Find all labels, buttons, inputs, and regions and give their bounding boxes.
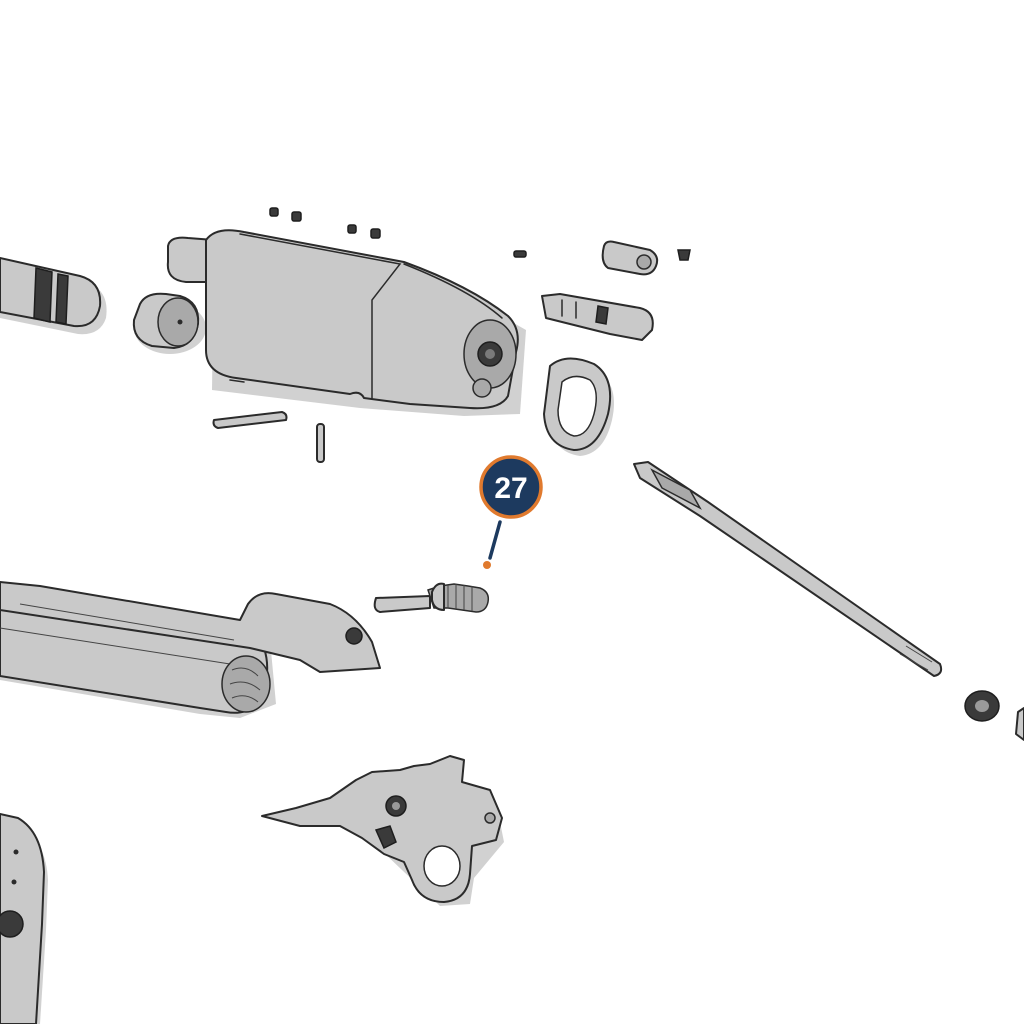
magazine-spring-follower [373,582,490,613]
barrel-ring-seal [543,357,614,456]
nut-washer [964,690,1024,741]
receiver-screws [269,207,691,261]
callout-27: 27 [479,455,543,569]
magazine-tube-cap [0,257,107,335]
barrel-assembly [0,581,381,718]
pins [212,411,325,463]
receiver [166,229,526,416]
buttstock [0,813,48,1024]
magazine-spring-retainer [132,292,206,354]
callout-number: 27 [494,472,527,505]
callout-badge [479,455,543,519]
trigger-group [261,755,504,906]
callout-leader-line [488,520,502,560]
action-slide-lock [541,240,659,341]
callout-leader-dot [483,561,491,569]
action-bar-rod [633,461,943,677]
